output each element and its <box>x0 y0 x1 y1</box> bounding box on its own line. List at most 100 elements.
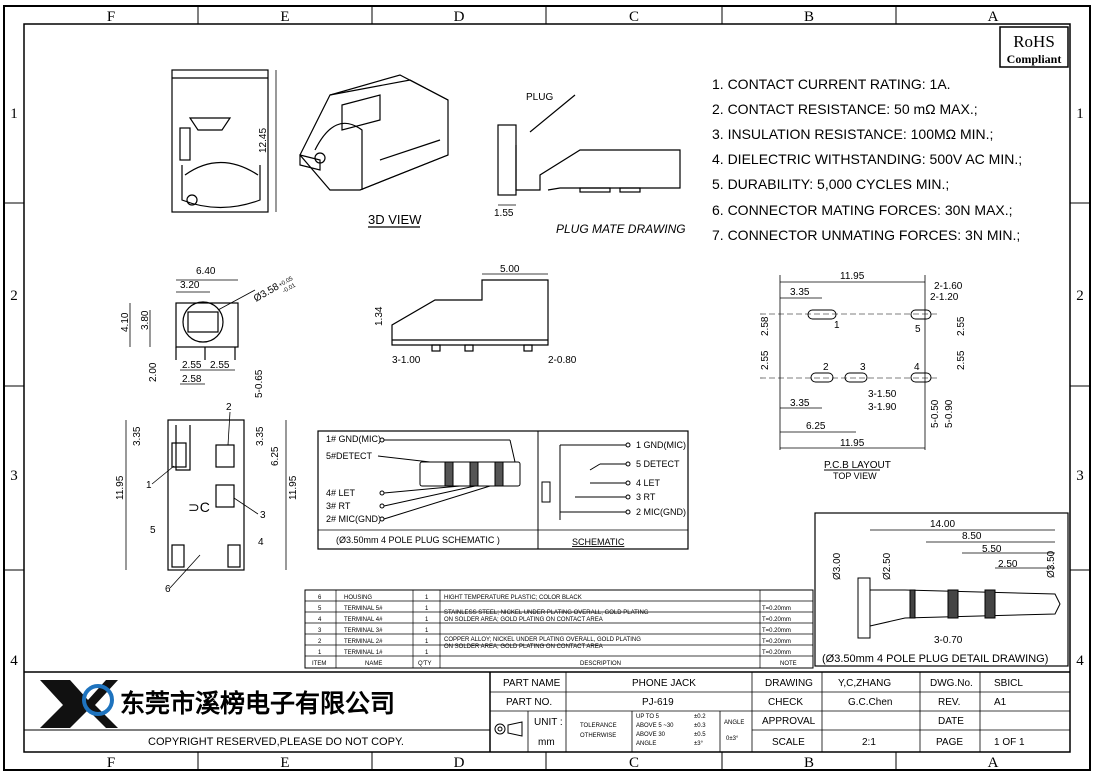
bom-cell: 1 <box>425 650 429 656</box>
bom-cell: T=0.20mm <box>762 650 791 656</box>
bom-head: NAME <box>365 661 382 667</box>
bom-cell: ON SOLDER AREA; GOLD PLATING ON CONTACT … <box>444 644 603 650</box>
part-name: PHONE JACK <box>632 678 696 689</box>
col-label: A <box>988 9 999 25</box>
row-label: 2 <box>10 288 18 304</box>
dim-label: 2.55 <box>956 350 967 370</box>
company-logo <box>40 680 118 728</box>
row-label: 4 <box>1076 653 1084 669</box>
dim-label: 3.80 <box>140 310 151 330</box>
top-view: 12.45 <box>171 69 277 213</box>
bom-cell: 4 <box>318 617 322 623</box>
col-label: B <box>804 755 814 771</box>
dim-label: 5-0.65 <box>254 369 265 398</box>
pcb-layout: 11.95 3.35 2-1.60 2-1.20 1 2 3 4 5 2.58 … <box>760 271 967 481</box>
bottom-view: ⊃C 3.35 3.35 6.25 11.95 11.95 1 2 3 4 5 … <box>115 402 299 595</box>
col-label: E <box>280 755 289 771</box>
bom-cell: TERMINAL 1# <box>344 650 383 656</box>
bom-cell: 1 <box>425 595 429 601</box>
dim-label: 3-1.90 <box>868 402 897 413</box>
pin-label: 5#DETECT <box>326 451 373 461</box>
dim-label: 11.95 <box>288 475 299 500</box>
bom-cell: 1 <box>425 606 429 612</box>
tol-cell: ±0.2 <box>694 714 706 720</box>
dim-label: ⊃C <box>188 499 210 515</box>
callout: 1 <box>146 480 152 491</box>
tol-cell: ±0.3 <box>694 723 706 729</box>
dim-label: 4.10 <box>120 312 131 332</box>
bom-cell: 1 <box>318 650 322 656</box>
title-block: 东莞市溪榜电子有限公司 COPYRIGHT RESERVED,PLEASE DO… <box>24 671 1070 752</box>
dim-label: 6.25 <box>270 446 281 466</box>
dim-label: 3.35 <box>790 287 810 298</box>
dim-label: 2.55 <box>956 316 967 336</box>
dim-label: 5-0.50 <box>930 399 941 428</box>
pad-number: 2 <box>823 362 829 373</box>
dim-label: 2.55 <box>210 360 230 371</box>
rev-label: REV. <box>938 697 960 708</box>
check-label: CHECK <box>768 697 803 708</box>
scale: 2:1 <box>862 737 876 748</box>
dim-label: Ø3.58 <box>252 281 281 304</box>
bom-cell: TERMINAL 3# <box>344 628 383 634</box>
inner-border <box>23 23 1071 753</box>
bom-cell: T=0.20mm <box>762 617 791 623</box>
col-label: C <box>629 755 639 771</box>
copyright-note: COPYRIGHT RESERVED,PLEASE DO NOT COPY. <box>148 736 404 748</box>
col-label: B <box>804 9 814 25</box>
bom-cell: HOUSING <box>344 595 372 601</box>
spec-line: 6. CONNECTOR MATING FORCES: 30N MAX.; <box>712 202 1013 218</box>
dim-label: 3-1.50 <box>868 389 897 400</box>
dim-label: 14.00 <box>930 519 955 530</box>
bom-cell: 1 <box>425 639 429 645</box>
bom-cell: STAINLESS STEEL; NICKEL UNDER PLATING OV… <box>444 610 649 616</box>
drawing-by: Y,C,ZHANG <box>838 678 891 689</box>
page: 1 OF 1 <box>994 737 1025 748</box>
pin-label: 3 RT <box>636 492 656 502</box>
pin-label: 1 GND(MIC) <box>636 440 686 450</box>
frame-labels: F E D C B A F E D C B A 1 2 3 4 1 2 3 4 <box>10 9 1084 771</box>
dim-label: 2.58 <box>760 316 771 336</box>
dim-label: 3-0.70 <box>934 635 963 646</box>
dim-label: 1.34 <box>374 306 385 326</box>
callout: 4 <box>258 537 264 548</box>
dim-label: 1.55 <box>494 208 514 219</box>
col-label: A <box>988 755 999 771</box>
bom-cell: HIGHT TEMPERATURE PLASTIC; COLOR BLACK <box>444 595 582 601</box>
schematic-caption: (Ø3.50mm 4 POLE PLUG SCHEMATIC ) <box>336 535 500 545</box>
dim-label: Ø3.00 <box>832 552 843 580</box>
dim-label: 5.50 <box>982 544 1002 555</box>
front-view: 6.40 3.20 Ø3.58 +0.05 -0.01 4.10 3.80 2.… <box>120 266 297 398</box>
pin-label: 2 MIC(GND) <box>636 507 686 517</box>
tol-label: OTHERWISE <box>580 733 616 739</box>
row-label: 3 <box>1076 468 1084 484</box>
dim-label: 2-0.80 <box>548 355 577 366</box>
unit: mm <box>538 737 555 748</box>
dim-label: Ø2.50 <box>882 552 893 580</box>
dim-label: 11.95 <box>115 475 126 500</box>
plug-schematic: 1# GND(MIC) 5#DETECT 4# LET 3# RT 2# MIC… <box>317 430 689 550</box>
tol-cell: ±0.5 <box>694 732 706 738</box>
pad-number: 1 <box>834 320 840 331</box>
col-label: F <box>107 9 115 25</box>
rev: A1 <box>994 697 1007 708</box>
dim-label: 2-1.20 <box>930 292 959 303</box>
col-label: F <box>107 755 115 771</box>
dim-label: 3-1.00 <box>392 355 421 366</box>
pin-label: 1# GND(MIC) <box>326 434 381 444</box>
dim-label: 5.00 <box>500 264 520 275</box>
unit-label: UNIT : <box>534 717 563 728</box>
plug-mate-title: PLUG MATE DRAWING <box>556 222 686 236</box>
spec-line: 4. DIELECTRIC WITHSTANDING: 500V AC MIN.… <box>712 151 1022 167</box>
dim-label: 2.50 <box>998 559 1018 570</box>
rohs-badge: RoHS Compliant <box>999 26 1069 68</box>
bom-head: Q'TY <box>418 661 431 667</box>
dim-label: 11.95 <box>840 438 865 449</box>
callout: 3 <box>260 510 266 521</box>
col-label: D <box>454 9 465 25</box>
dim-label: 2.58 <box>182 374 202 385</box>
pin-label: 2# MIC(GND) <box>326 514 381 524</box>
company-name: 东莞市溪榜电子有限公司 <box>120 689 395 718</box>
part-name-label: PART NAME <box>503 678 561 689</box>
